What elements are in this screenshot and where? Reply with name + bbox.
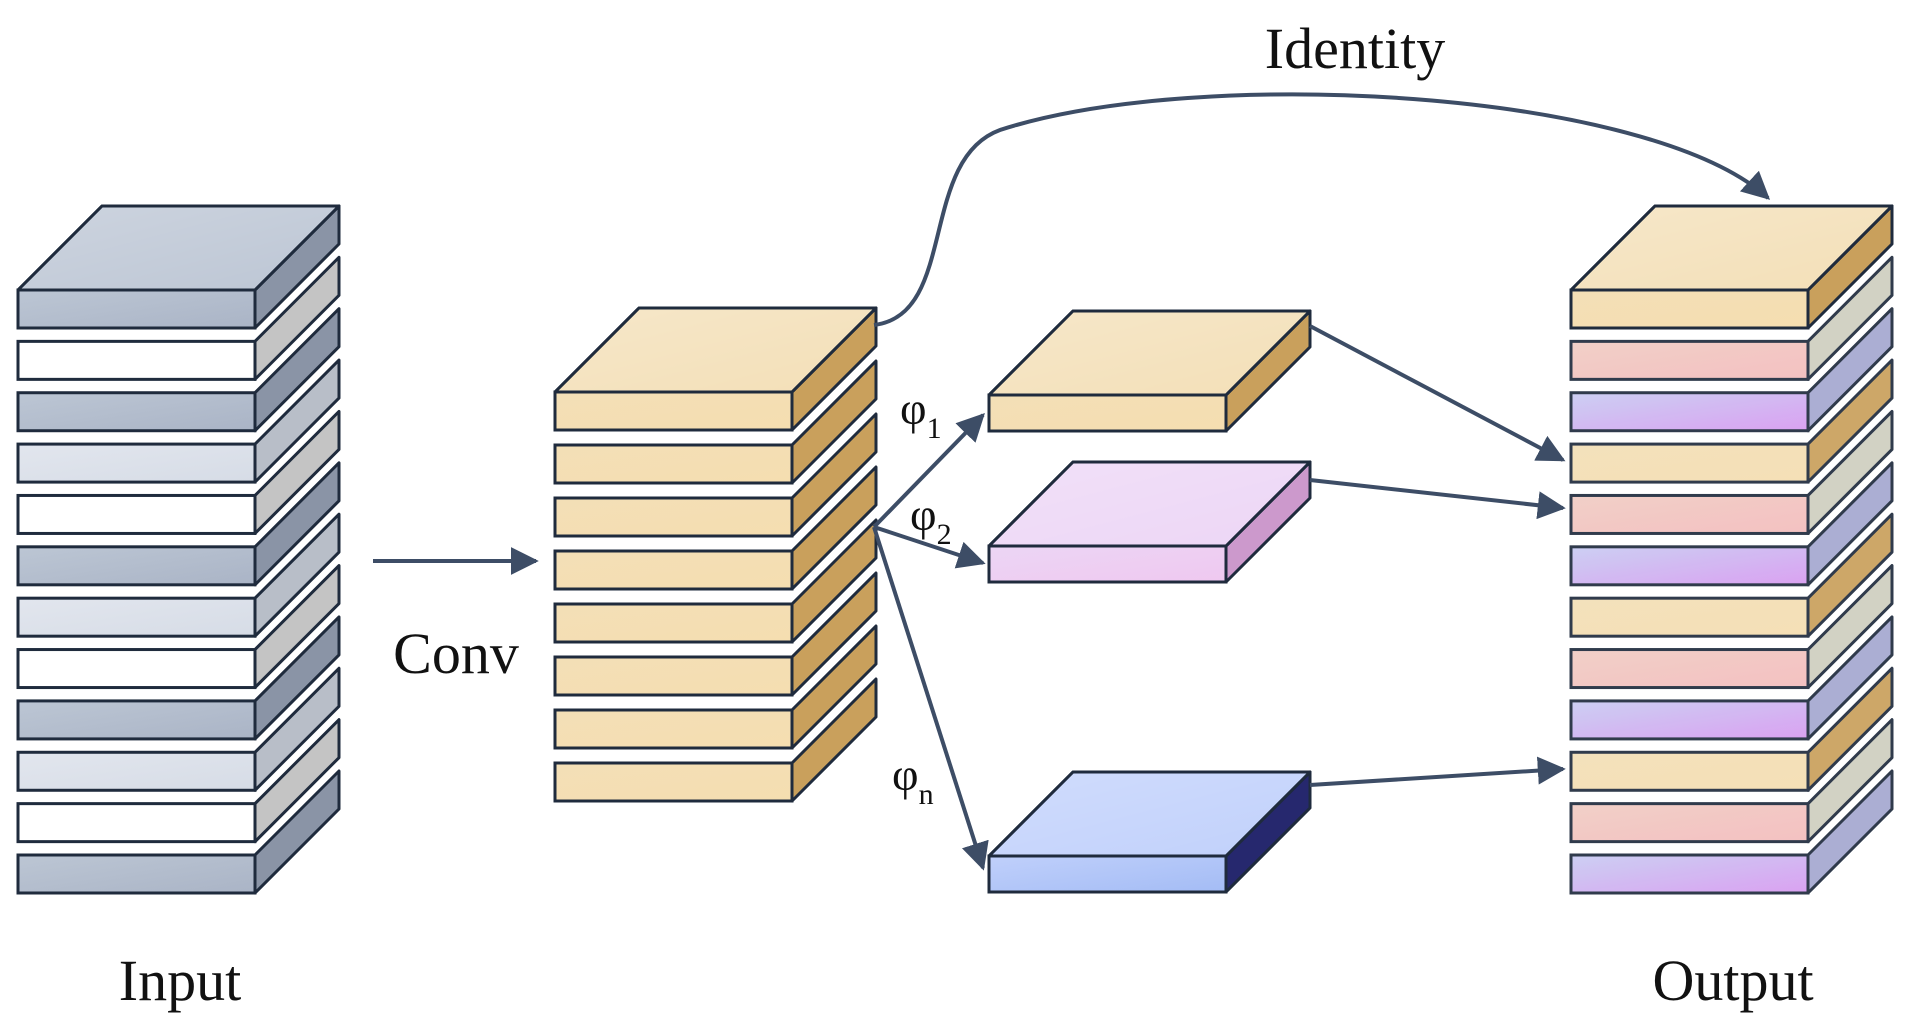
input-layer-9-front	[16, 699, 257, 741]
output-layer-11	[1569, 718, 1894, 844]
output-layer-9	[1569, 615, 1894, 741]
conv-layer-4-front	[553, 549, 794, 591]
output-layer-12-front	[1569, 853, 1810, 895]
input-layer-1	[16, 204, 341, 330]
input-label: Input	[119, 948, 241, 1013]
input-layer-8	[16, 564, 341, 690]
output-label: Output	[1652, 948, 1813, 1013]
branch-feature-maps	[987, 309, 1312, 894]
branch-map-3	[987, 770, 1312, 894]
input-stack	[16, 204, 341, 895]
phi1-subscript: 1	[927, 412, 942, 445]
input-layer-9	[16, 615, 341, 741]
output-layer-4	[1569, 358, 1894, 484]
conv-layer-7	[553, 624, 878, 750]
phi1-arrow	[872, 412, 985, 529]
output-layer-7-front	[1569, 596, 1810, 638]
output-layer-11-front	[1569, 802, 1810, 844]
input-layer-4-front	[16, 442, 257, 484]
output-layer-10-front	[1569, 750, 1810, 792]
output-layer-12	[1569, 769, 1894, 895]
output-layer-6	[1569, 461, 1894, 587]
phi2-label: φ2	[910, 489, 952, 551]
output-layer-5	[1569, 409, 1894, 535]
branch-map-2	[987, 460, 1312, 584]
input-layer-12-front	[16, 853, 257, 895]
branch-map-3-front	[987, 854, 1228, 894]
identity-arrow	[873, 92, 1771, 327]
output-layer-2-front	[1569, 339, 1810, 381]
branch-map-1-front	[987, 393, 1228, 433]
input-layer-12	[16, 769, 341, 895]
branch1-to-output-arrow	[1309, 324, 1566, 462]
input-layer-6	[16, 461, 341, 587]
output-layer-8	[1569, 564, 1894, 690]
output-layer-7	[1569, 512, 1894, 638]
conv-layer-2-front	[553, 443, 794, 485]
output-layer-6-front	[1569, 545, 1810, 587]
phi2-arrow	[873, 525, 986, 569]
output-layer-5-front	[1569, 493, 1810, 535]
input-layer-10-front	[16, 750, 257, 792]
input-layer-1-front	[16, 288, 257, 330]
input-layer-11-front	[16, 802, 257, 844]
branch-map-2-front	[987, 544, 1228, 584]
input-layer-6-front	[16, 545, 257, 587]
conv-layer-1	[553, 306, 878, 432]
conv-layer-3-front	[553, 496, 794, 538]
output-layer-3	[1569, 307, 1894, 433]
input-layer-5-front	[16, 493, 257, 535]
phi2-subscript: 2	[937, 518, 952, 551]
output-layer-3-front	[1569, 391, 1810, 433]
conv-layer-7-front	[553, 708, 794, 750]
input-layer-7-front	[16, 596, 257, 638]
conv-layer-5	[553, 518, 878, 644]
phi1-label: φ1	[900, 383, 942, 445]
input-layer-10	[16, 666, 341, 792]
input-layer-5	[16, 409, 341, 535]
branch2-to-output-arrow	[1309, 478, 1566, 520]
output-layer-2	[1569, 255, 1894, 381]
phi2-symbol: φ	[910, 489, 937, 540]
conv-layer-5-front	[553, 602, 794, 644]
diagram-labels: Identity Conv Input Output φ1 φ2 φn	[119, 16, 1814, 1013]
conv-label: Conv	[393, 621, 519, 686]
conv-layer-8-front	[553, 761, 794, 803]
output-layer-8-front	[1569, 648, 1810, 690]
conv-feature-stack	[553, 306, 878, 803]
phin-label: φn	[892, 749, 934, 811]
phin-subscript: n	[919, 778, 934, 811]
input-layer-7	[16, 512, 341, 638]
identity-label: Identity	[1265, 16, 1445, 81]
conv-layer-6	[553, 571, 878, 697]
phi1-symbol: φ	[900, 383, 927, 434]
conv-layer-1-front	[553, 390, 794, 432]
arrows	[373, 92, 1771, 871]
input-layer-3	[16, 307, 341, 433]
conv-layer-3	[553, 412, 878, 538]
branch-map-1	[987, 309, 1312, 433]
output-layer-10	[1569, 666, 1894, 792]
output-layer-9-front	[1569, 699, 1810, 741]
output-layer-4-front	[1569, 442, 1810, 484]
conv-layer-6-front	[553, 655, 794, 697]
input-layer-4	[16, 358, 341, 484]
output-stack	[1569, 204, 1894, 895]
input-layer-2	[16, 255, 341, 381]
phin-arrow	[872, 526, 989, 871]
output-layer-1	[1569, 204, 1894, 330]
output-layer-1-front	[1569, 288, 1810, 330]
input-layer-2-front	[16, 339, 257, 381]
branchn-to-output-arrow	[1309, 756, 1566, 787]
input-layer-3-front	[16, 391, 257, 433]
input-layer-11	[16, 718, 341, 844]
input-layer-8-front	[16, 648, 257, 690]
conv-layer-4	[553, 465, 878, 591]
phin-symbol: φ	[892, 749, 919, 800]
conv-layer-8	[553, 677, 878, 803]
conv-layer-2	[553, 359, 878, 485]
